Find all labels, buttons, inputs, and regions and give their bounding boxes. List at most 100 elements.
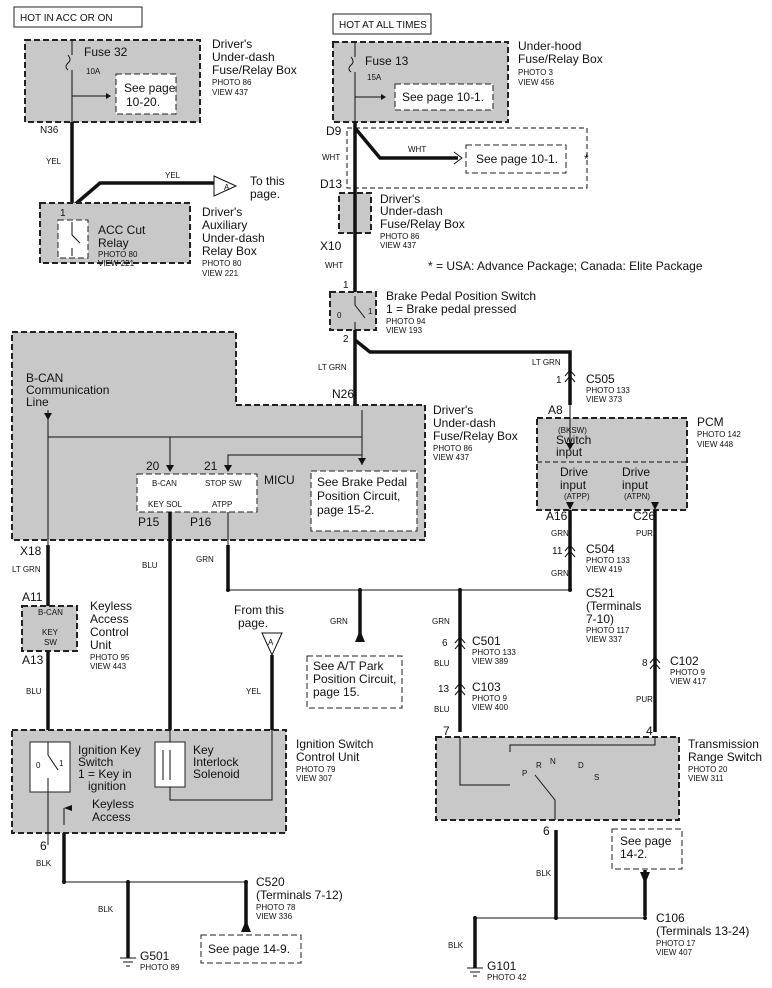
trs-pin7: 7: [443, 724, 450, 738]
pcm-name: PCM: [697, 415, 724, 429]
d13-view: VIEW 437: [380, 241, 417, 250]
connector-a-out: [213, 175, 238, 197]
micu-stopsw: STOP SW: [205, 479, 242, 488]
d13-box-3: Fuse/Relay Box: [380, 217, 465, 231]
wire-color-blu-1: BLU: [434, 659, 450, 668]
pcm-atpn-2: input: [622, 478, 649, 492]
g501-name: G501: [140, 949, 170, 963]
connector-a-in: [261, 632, 283, 657]
wire-color-ltgrn-3: LT GRN: [12, 565, 41, 574]
micu-atpp: ATPP: [212, 500, 232, 509]
wire-color-blk-1: BLK: [536, 869, 552, 878]
c505-view: VIEW 373: [586, 395, 623, 404]
wire-color-grn-4: GRN: [330, 617, 348, 626]
ign-key-3: 1 = Key in: [78, 767, 132, 781]
atpark-box: [306, 655, 403, 709]
see-10-1-box: [465, 144, 567, 174]
from-this-page-2: page.: [238, 616, 268, 630]
conn-p15: P15: [138, 515, 160, 529]
ign-view: VIEW 307: [296, 774, 333, 783]
c504-photo: PHOTO 133: [586, 556, 630, 565]
micu-pin21: 21: [204, 459, 218, 473]
atpark-3: page 15.: [313, 685, 360, 699]
fuse32-see-2: 10-20.: [126, 95, 160, 109]
c521-terms-1: (Terminals: [586, 599, 641, 613]
wire-color-blu-3: BLU: [26, 687, 42, 696]
always-header: HOT AT ALL TIMES: [339, 20, 427, 31]
wire-color-blk-2: BLK: [448, 941, 464, 950]
svg-text:0: 0: [337, 311, 342, 320]
micu-keysol: KEY SOL: [148, 500, 183, 509]
ign-pin6: 6: [40, 839, 47, 853]
ign-name-1: Ignition Switch: [296, 737, 373, 751]
c521-name: C521: [586, 586, 615, 600]
keyless-name-1: Keyless: [90, 599, 132, 613]
wire-color-ltgrn-1: LT GRN: [318, 363, 347, 372]
pcm-atpp-1: Drive: [560, 465, 588, 479]
acc-relay-name-2: Relay: [98, 236, 129, 250]
keyless-name-3: Control: [90, 625, 129, 639]
trs-pos-d: D: [578, 761, 584, 770]
from-this-page-1: From this: [234, 603, 284, 617]
fuse13-view: VIEW 456: [518, 78, 555, 87]
keyless-bcan: B-CAN: [38, 608, 63, 617]
ign-photo: PHOTO 79: [296, 765, 336, 774]
c520-view: VIEW 336: [256, 912, 293, 921]
keyless-view: VIEW 443: [90, 662, 127, 671]
micu-photo: PHOTO 86: [433, 444, 473, 453]
ground-g501-icon: [120, 957, 136, 967]
trs-pos-s: S: [594, 773, 599, 782]
micu-box: [136, 473, 258, 513]
connector-a-label-2: A: [268, 638, 274, 647]
see-14-2-box: [611, 828, 683, 870]
conn-n26: N26: [332, 387, 354, 401]
ground-g101-icon: [467, 967, 483, 977]
g101-photo: PHOTO 42: [487, 973, 527, 982]
atpark-2: Position Circuit,: [313, 672, 396, 686]
conn-d9: D9: [326, 124, 342, 138]
wire-color-grn-5: GRN: [432, 617, 450, 626]
c520-terms: (Terminals 7-12): [256, 888, 343, 902]
pcm-switch-2: input: [556, 445, 583, 459]
fuse32-see-box: [115, 73, 177, 115]
fuse32-box-2: Under-dash: [212, 50, 275, 64]
always-header-box: [332, 13, 432, 35]
trs-box: [435, 736, 680, 821]
d13-photo: PHOTO 86: [380, 232, 420, 241]
keyless-sw: SW: [44, 638, 57, 647]
conn-x10: X10: [320, 239, 342, 253]
micu-pin20: 20: [146, 459, 160, 473]
acc-relay-photo-in: PHOTO 80: [98, 250, 138, 259]
ign-sol-3: Solenoid: [193, 767, 240, 781]
wire-to-pcm-ltgrn: [353, 338, 572, 405]
see-14-2-2: 14-2.: [620, 847, 647, 861]
trs-pin4: 4: [646, 724, 653, 738]
trs-pos-r: R: [536, 761, 542, 770]
ign-key-4: ignition: [88, 779, 126, 793]
see-14-9-box: [200, 934, 302, 964]
fuse32-box-3: Fuse/Relay Box: [212, 63, 297, 77]
fuse32-name: Fuse 32: [84, 45, 128, 59]
wire-color-wht-2: WHT: [322, 153, 340, 162]
wire-yel-to-a: [70, 181, 214, 209]
conn-a11: A11: [22, 590, 43, 604]
c504-view: VIEW 419: [586, 565, 623, 574]
wire-color-wht-1: WHT: [408, 145, 426, 154]
c505-pin: 1: [556, 375, 562, 386]
acc-relay-name-1: ACC Cut: [98, 223, 146, 237]
wire-color-blu-4: BLU: [142, 561, 158, 570]
ign-keyless-2: Access: [92, 810, 131, 824]
fuse13-name: Fuse 13: [365, 54, 409, 68]
conn-a8: A8: [548, 403, 563, 417]
to-this-page-1: To this: [250, 174, 285, 188]
acc-relay-box-2: Auxiliary: [202, 218, 247, 232]
ign-key-1: Ignition Key: [78, 743, 141, 757]
acc-relay-box-3: Under-dash: [202, 231, 265, 245]
brake-switch-view: VIEW 193: [386, 326, 423, 335]
trs-pos-p: P: [522, 769, 527, 778]
fuse13-amp: 15A: [367, 73, 382, 82]
wire-color-blu-2: BLU: [434, 705, 450, 714]
svg-text:0: 0: [36, 761, 41, 770]
c501-pin: 6: [442, 638, 448, 649]
